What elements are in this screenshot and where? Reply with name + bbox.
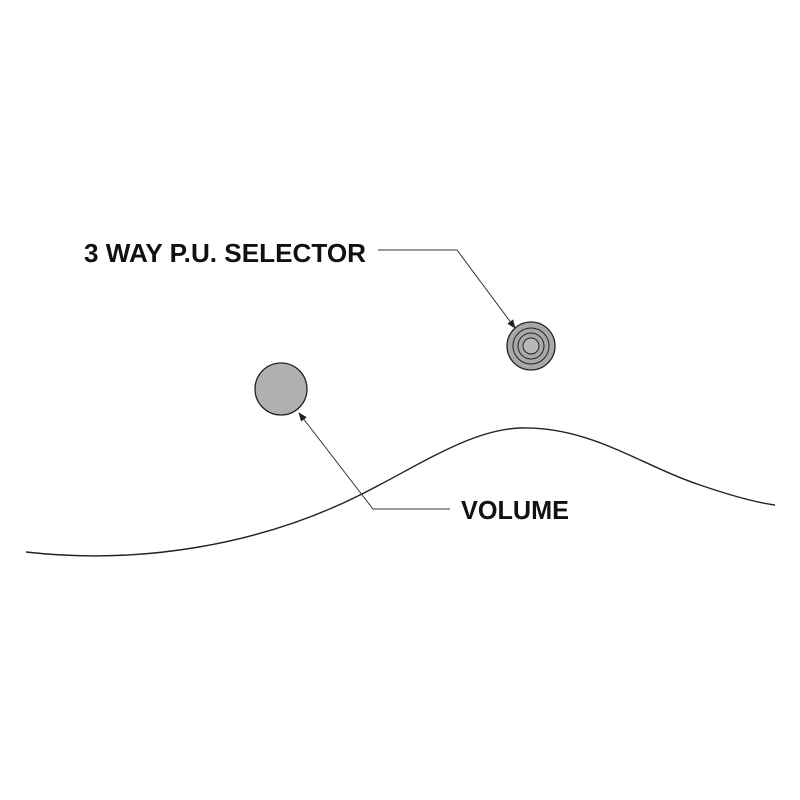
volume-leader-line bbox=[298, 412, 450, 510]
body-contour-line bbox=[25, 427, 776, 557]
selector-ring-3 bbox=[517, 332, 545, 360]
volume-knob[interactable] bbox=[254, 362, 308, 416]
volume-label: VOLUME bbox=[461, 495, 569, 525]
selector-label: 3 WAY P.U. SELECTOR bbox=[84, 238, 366, 268]
selector-ring-4 bbox=[522, 337, 540, 355]
selector-leader-line bbox=[378, 249, 516, 329]
pickup-selector-switch[interactable] bbox=[506, 321, 556, 371]
selector-ring-2 bbox=[512, 327, 550, 365]
